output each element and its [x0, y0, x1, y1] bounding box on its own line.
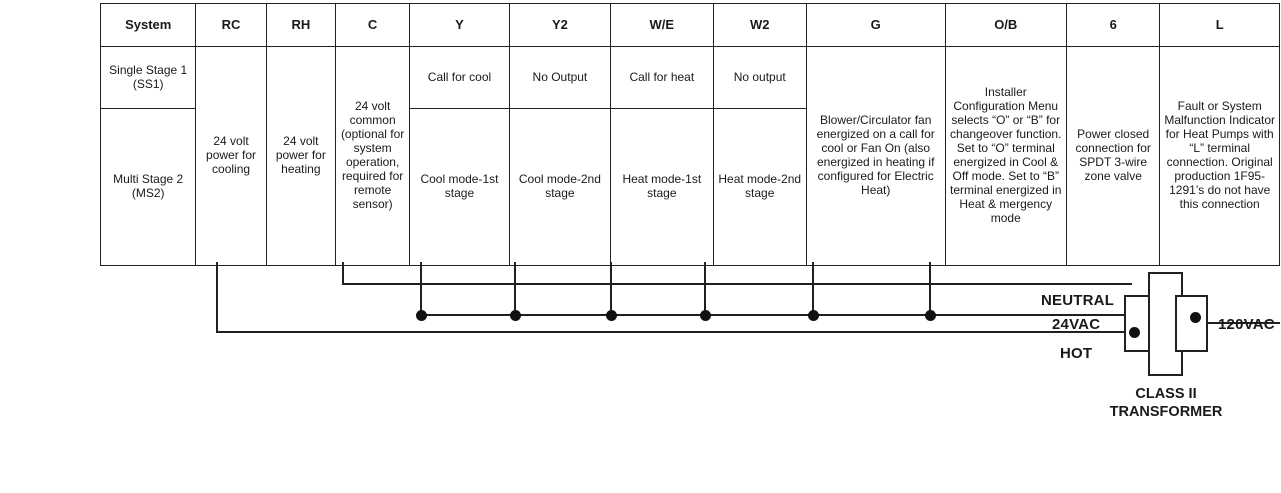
- transformer-caption-line1: CLASS II: [1135, 386, 1197, 402]
- label-24vac: 24VAC: [1052, 316, 1101, 333]
- cell-w2-ms2: Heat mode-2nd stage: [712, 108, 807, 266]
- wire-drop-g: [812, 262, 814, 315]
- wire-neutral-riser: [342, 262, 344, 285]
- wire-drop-w2: [704, 262, 706, 315]
- cell-we-ms2: Heat mode-1st stage: [610, 108, 714, 266]
- column-header-g: G: [805, 3, 946, 47]
- column-header-y: Y: [409, 3, 510, 47]
- cell-we-ss1: Call for heat: [610, 46, 714, 109]
- cell-y2-ss1: No Output: [508, 46, 612, 109]
- transformer-secondary-terminal-dot: [1190, 312, 1201, 323]
- terminal-designation-table: System RC RH C Y Y2 W/E W2 G O/B 6 L Sin…: [99, 3, 1280, 266]
- cell-y2-ms2: Cool mode-2nd stage: [508, 108, 612, 266]
- wire-bus-hot: [216, 331, 1132, 333]
- cell-w2-ss1: No output: [712, 46, 807, 109]
- column-header-rc: RC: [195, 3, 267, 47]
- junction-dot-g: [808, 310, 819, 321]
- column-header-y2: Y2: [508, 3, 612, 47]
- cell-c: 24 volt common (optional for system oper…: [334, 46, 411, 266]
- cell-ob: Installer Configuration Menu selects “O”…: [944, 46, 1067, 266]
- junction-dot-y: [416, 310, 427, 321]
- wire-bus-neutral: [342, 283, 1132, 285]
- junction-dot-ob: [925, 310, 936, 321]
- junction-dot-we: [606, 310, 617, 321]
- cell-system-ms2: Multi Stage 2 (MS2): [99, 108, 197, 266]
- junction-dot-w2: [700, 310, 711, 321]
- cell-rh: 24 volt power for heating: [265, 46, 336, 266]
- cell-rc: 24 volt power for cooling: [195, 46, 267, 266]
- column-header-ob: O/B: [944, 3, 1067, 47]
- cell-y-ss1: Call for cool: [409, 46, 510, 109]
- cell-l: Fault or System Malfunction Indicator fo…: [1159, 46, 1280, 266]
- transformer-caption-line2: TRANSFORMER: [1109, 404, 1223, 420]
- cell-system-ss1: Single Stage 1 (SS1): [99, 46, 197, 109]
- label-neutral: NEUTRAL: [1041, 292, 1115, 309]
- column-header-system: System: [99, 3, 197, 47]
- cell-6: Power closed connection for SPDT 3-wire …: [1065, 46, 1161, 266]
- wire-drop-we: [610, 262, 612, 315]
- wire-drop-ob: [929, 262, 931, 315]
- wire-drop-y: [420, 262, 422, 315]
- wire-bus-24vac: [420, 314, 1132, 316]
- junction-dot-y2: [510, 310, 521, 321]
- wire-line-120vac: [1196, 322, 1280, 324]
- table-header-row: System RC RH C Y Y2 W/E W2 G O/B 6 L: [99, 3, 1280, 47]
- label-hot: HOT: [1060, 345, 1093, 362]
- table-row-single-stage: Single Stage 1 (SS1) 24 volt power for c…: [99, 46, 1280, 266]
- column-header-c: C: [334, 3, 411, 47]
- column-header-rh: RH: [265, 3, 336, 47]
- transformer-primary-terminal-dot: [1129, 327, 1140, 338]
- column-header-6: 6: [1065, 3, 1161, 47]
- transformer-secondary-coil: [1175, 295, 1208, 352]
- wire-drop-y2: [514, 262, 516, 315]
- column-header-l: L: [1159, 3, 1280, 47]
- wire-drop-rc: [216, 262, 218, 332]
- column-header-w2: W2: [712, 3, 807, 47]
- cell-g: Blower/Circulator fan energized on a cal…: [805, 46, 946, 266]
- label-120vac: 120VAC: [1218, 316, 1275, 333]
- table-row-multi-stage: Multi Stage 2 (MS2) Cool mode-1st stage …: [99, 108, 1280, 266]
- cell-y-ms2: Cool mode-1st stage: [409, 108, 510, 266]
- column-header-we: W/E: [610, 3, 714, 47]
